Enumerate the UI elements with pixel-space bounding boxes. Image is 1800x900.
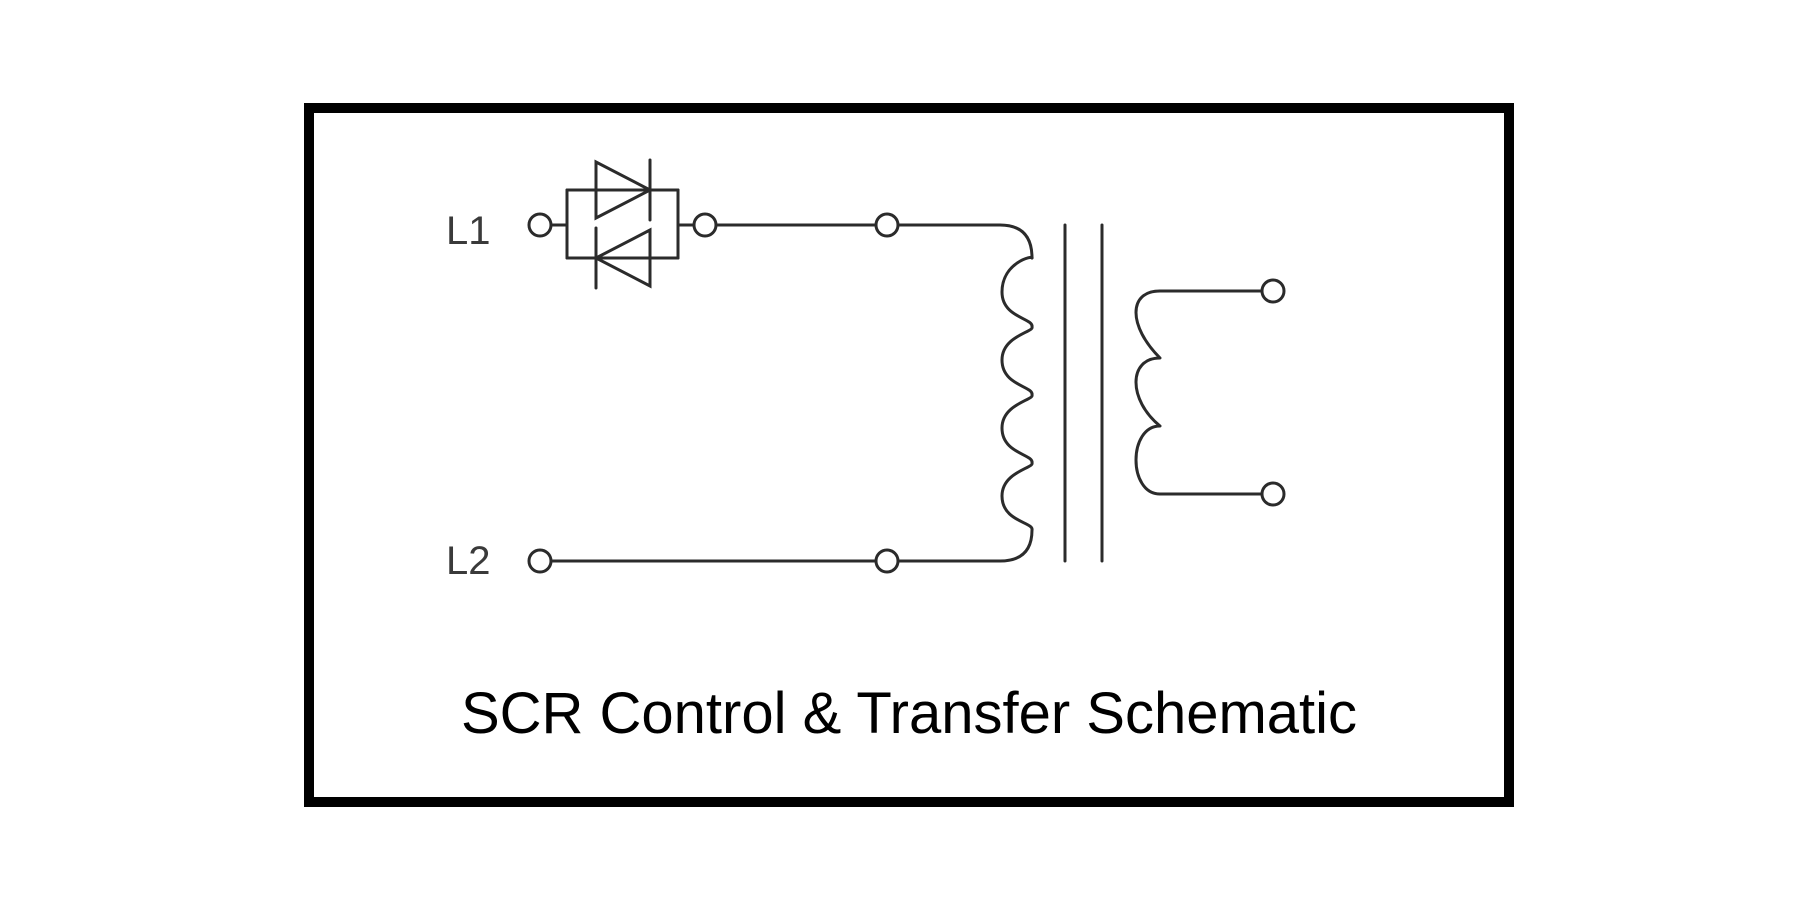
label-l2: L2 [446, 539, 491, 583]
terminal-l1-input [527, 212, 553, 238]
antiparallel-scr-icon [565, 158, 680, 290]
terminal-primary-bottom [874, 548, 900, 574]
transformer-icon [1000, 223, 1166, 563]
wire-primary-top-b [896, 223, 1034, 260]
scr-reverse-triangle [592, 227, 652, 289]
scr-forward-triangle [594, 159, 654, 221]
terminal-scr-output [692, 212, 718, 238]
terminal-secondary-top [1260, 278, 1286, 304]
label-l1: L1 [446, 209, 491, 253]
terminal-secondary-bottom [1260, 481, 1286, 507]
diagram-caption: SCR Control & Transfer Schematic [460, 681, 1358, 746]
secondary-coil [1134, 289, 1166, 496]
terminal-l2-input [527, 548, 553, 574]
diagram-frame [304, 103, 1514, 807]
wire-primary-bottom-b [896, 528, 1034, 563]
terminal-primary-top [874, 212, 900, 238]
primary-coil [1000, 255, 1034, 532]
